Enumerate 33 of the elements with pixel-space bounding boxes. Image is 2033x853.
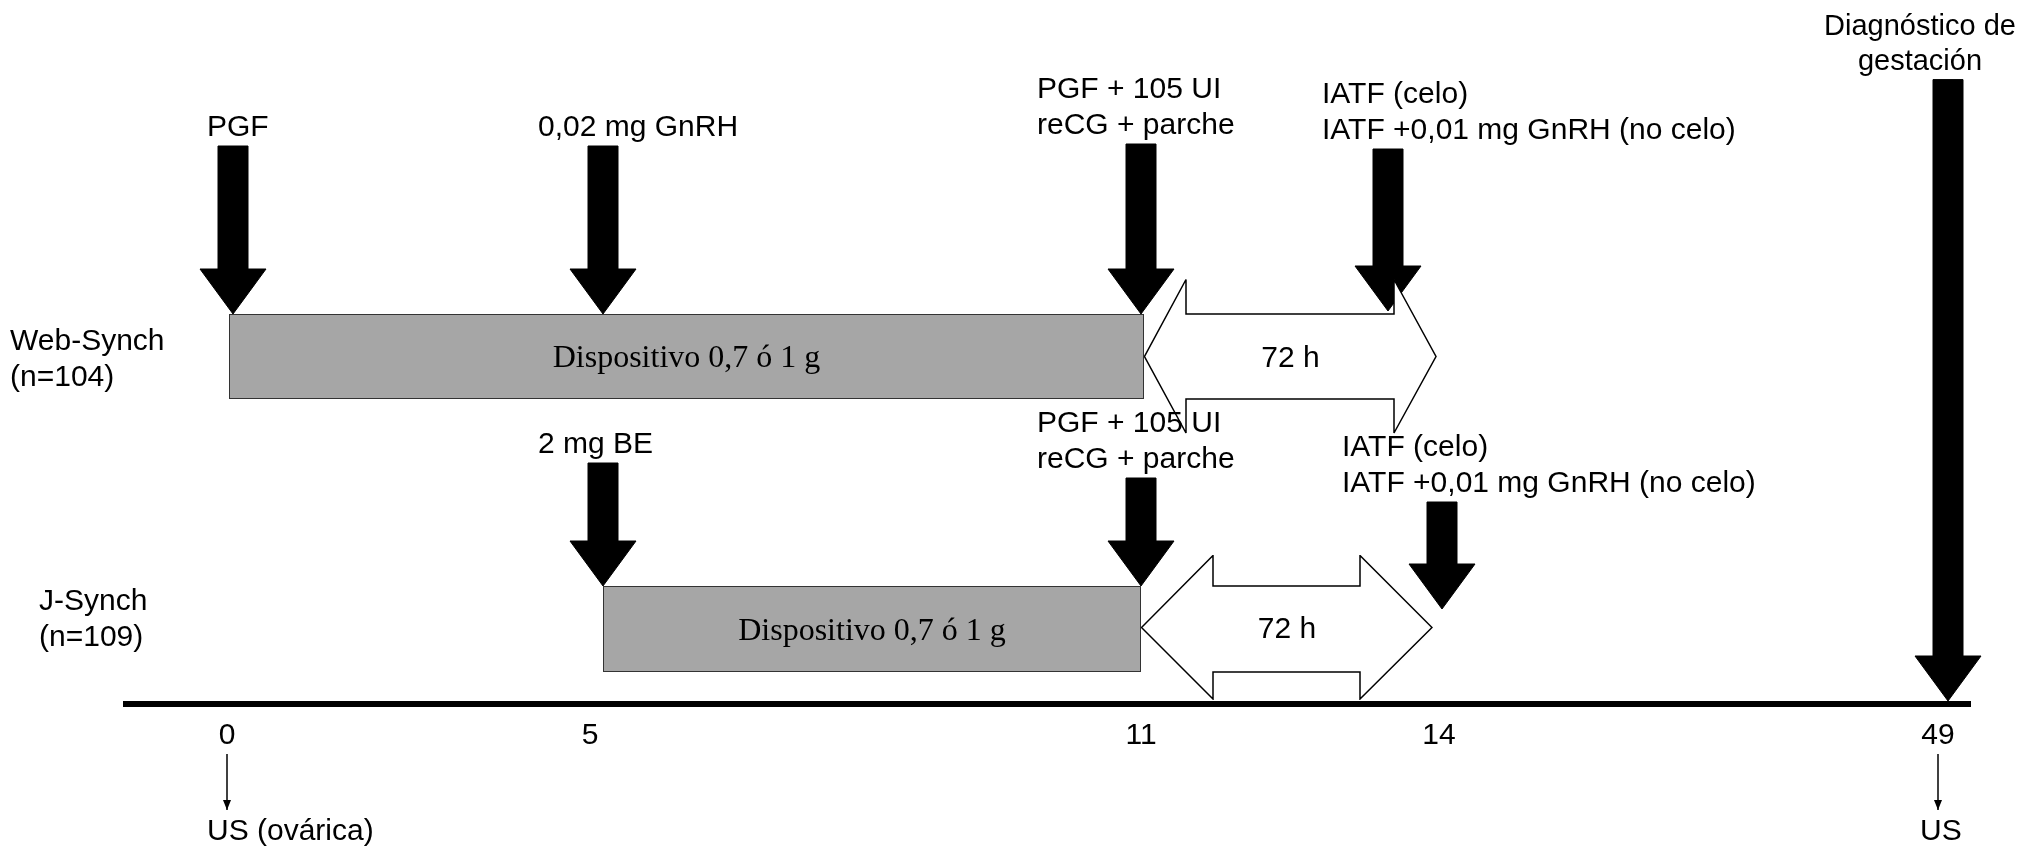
arrow — [199, 145, 267, 315]
annotation-text: 2 mg BE — [538, 425, 654, 461]
annotation-text: US — [1920, 812, 1962, 848]
annotation-text: Diagnóstico de gestación — [1812, 8, 2028, 78]
annotation-text: 0,02 mg GnRH — [538, 108, 739, 144]
annotation-text: PGF + 105 UI reCG + parche — [1037, 70, 1287, 142]
device-bar: Dispositivo 0,7 ó 1 g — [603, 586, 1141, 672]
arrow — [1914, 79, 1982, 702]
device-bar: Dispositivo 0,7 ó 1 g — [229, 314, 1144, 399]
annotation-text: US (ovárica) — [207, 812, 374, 848]
annotation-text: IATF +0,01 mg GnRH (no celo) — [1322, 111, 1736, 147]
group-label: Web-Synch (n=104) — [10, 322, 166, 394]
arrow — [1354, 148, 1422, 312]
duration-text: 72 h — [1261, 338, 1320, 375]
arrow — [1107, 143, 1175, 315]
annotation-text: IATF (celo) — [1342, 428, 1489, 464]
annotation-text: PGF — [207, 108, 269, 144]
arrow — [1408, 501, 1476, 610]
duration-text: 72 h — [1257, 609, 1317, 646]
arrow — [569, 462, 637, 587]
annotation-text: PGF + 105 UI reCG + parche — [1037, 404, 1287, 476]
annotation-text: IATF +0,01 mg GnRH (no celo) — [1342, 464, 1756, 500]
annotation-text: IATF (celo) — [1322, 75, 1469, 111]
day-number: 5 — [560, 716, 620, 752]
day-number: 11 — [1111, 716, 1171, 752]
day-number: 14 — [1409, 716, 1469, 752]
day-number: 49 — [1908, 716, 1968, 752]
arrow — [569, 145, 637, 315]
arrow — [1934, 753, 1942, 811]
day-number: 0 — [197, 716, 257, 752]
group-label: J-Synch (n=109) — [39, 582, 149, 654]
arrow — [223, 753, 231, 811]
arrow — [1107, 477, 1175, 587]
